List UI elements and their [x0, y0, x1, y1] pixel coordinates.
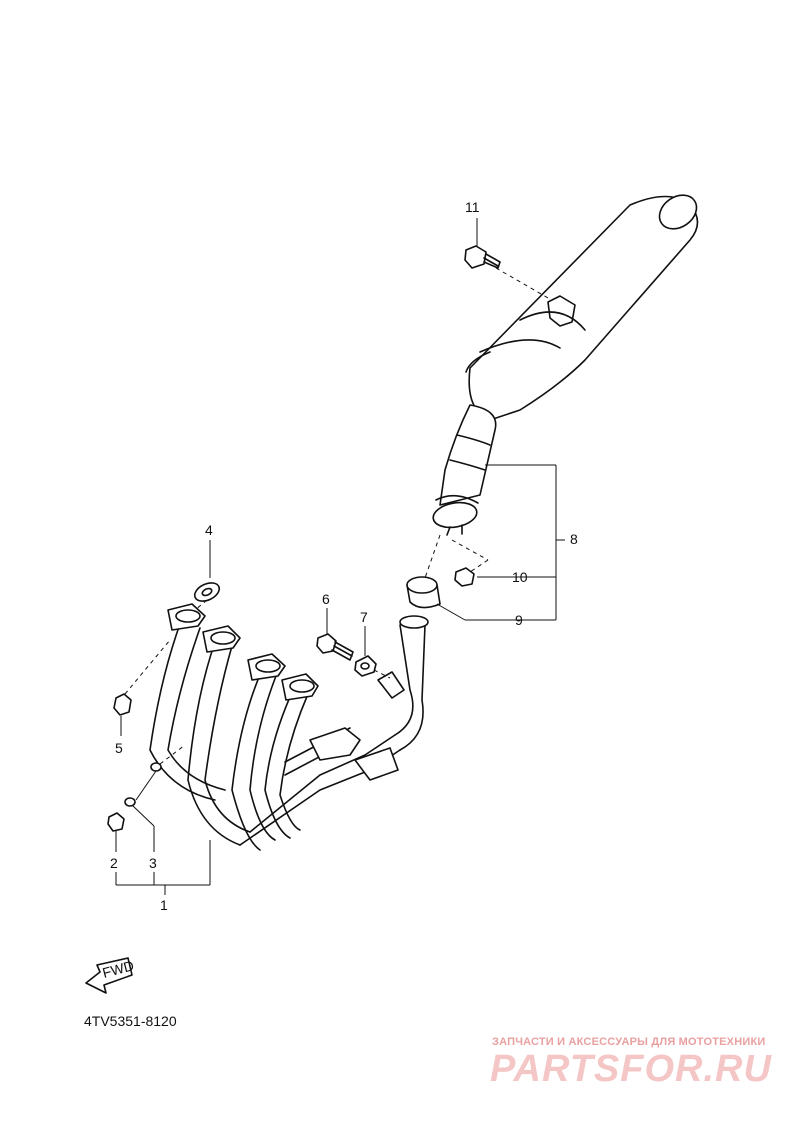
- bolt-6: [316, 633, 354, 661]
- part-code: 4TV5351-8120: [84, 1013, 177, 1029]
- collar-7: [354, 655, 377, 677]
- bolt-5: [113, 693, 132, 716]
- callout-4: 4: [205, 522, 213, 538]
- callout-6: 6: [322, 591, 330, 607]
- header-flanges: [167, 603, 319, 701]
- callout-8: 8: [570, 531, 578, 547]
- callout-5: 5: [115, 740, 123, 756]
- gasket-4: [193, 582, 221, 602]
- fwd-label: FWD: [101, 957, 136, 981]
- callout-11: 11: [465, 199, 480, 215]
- callout-9: 9: [515, 612, 523, 628]
- callout-7: 7: [360, 609, 368, 625]
- callout-1: 1: [160, 897, 168, 913]
- callout-labels: 1 2 3 4 5 6 7 8 9 10 11: [110, 199, 578, 913]
- exhaust-pipe-assembly: [149, 615, 429, 851]
- callout-10: 10: [512, 569, 528, 585]
- fwd-arrow-icon: FWD: [85, 957, 136, 994]
- watermark-caption: ЗАПЧАСТИ И АКСЕССУАРЫ ДЛЯ МОТОТЕХНИКИ: [492, 1036, 766, 1048]
- gasket-9: [406, 576, 441, 609]
- muffler-clamp: [432, 494, 479, 536]
- muffler: [465, 194, 699, 421]
- bolt-11: [464, 245, 501, 269]
- muffler-link-pipe: [439, 404, 497, 506]
- leader-lines: [115, 218, 565, 895]
- bolt-2: [107, 812, 125, 832]
- callout-3: 3: [149, 855, 157, 871]
- callout-2: 2: [110, 855, 118, 871]
- washer-3: [124, 762, 162, 807]
- watermark-logo: PARTSFOR.RU: [490, 1048, 772, 1090]
- bolt-10: [454, 567, 475, 587]
